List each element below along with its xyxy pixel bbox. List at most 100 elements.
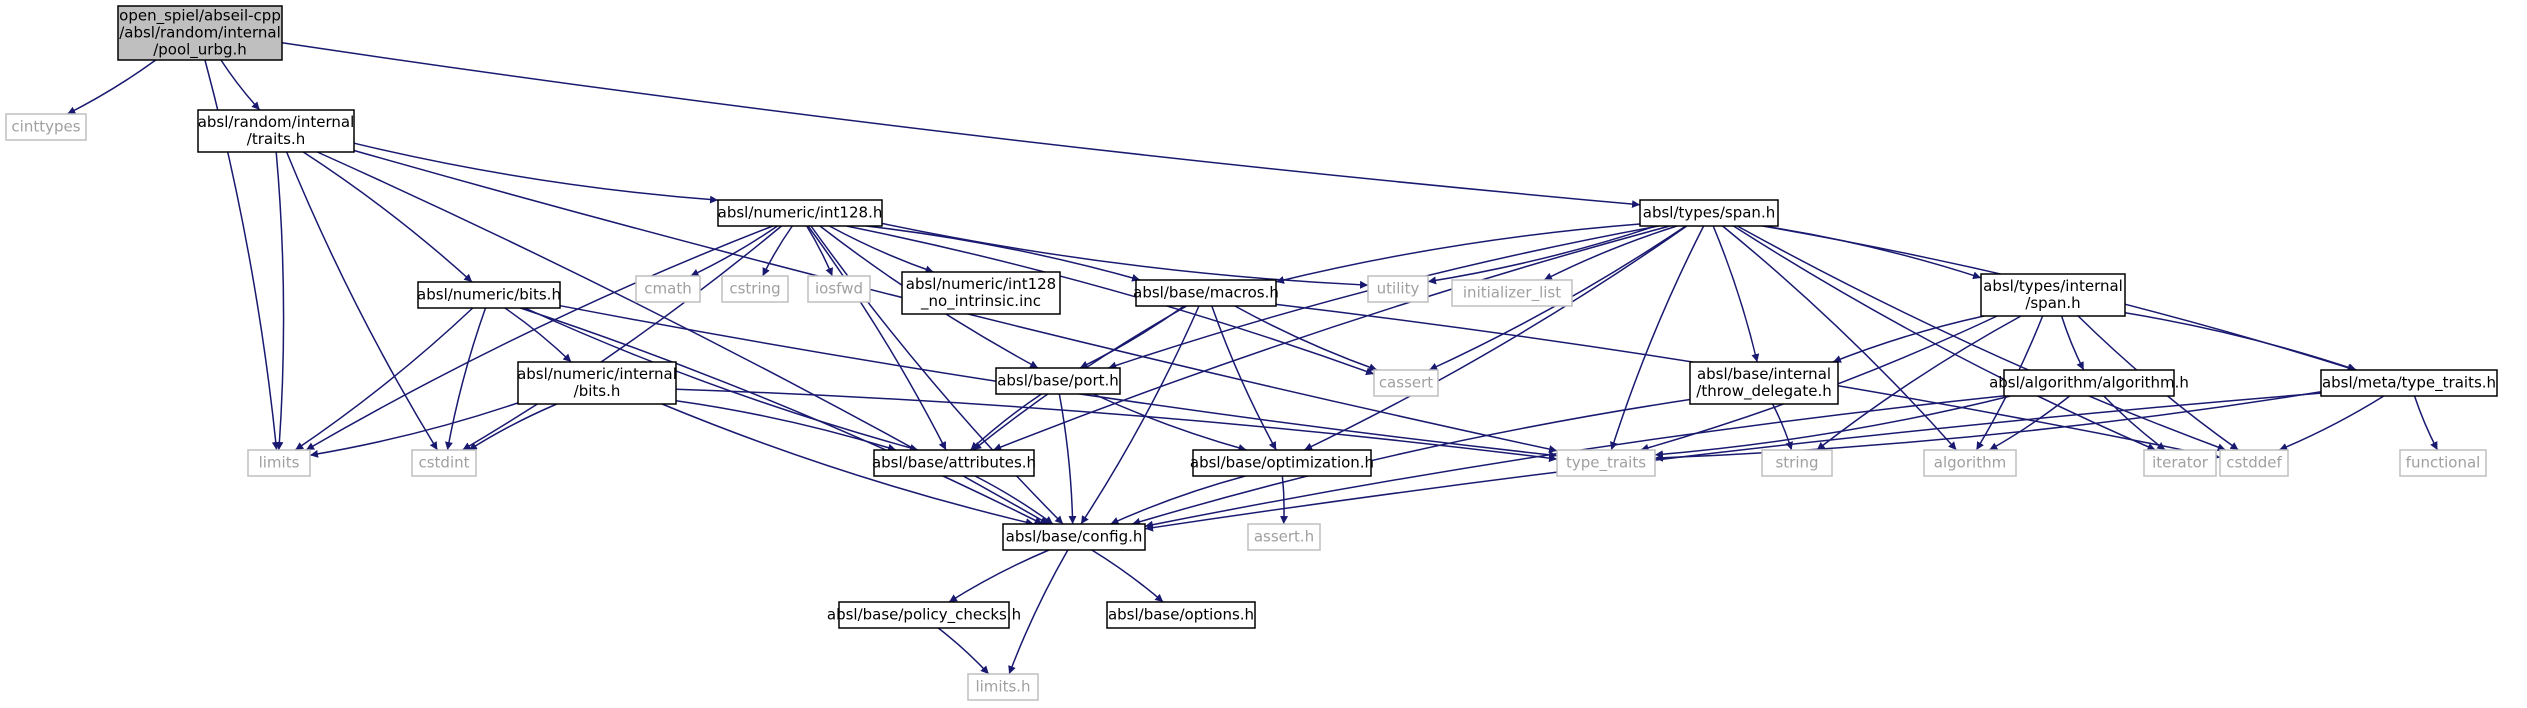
node-macros[interactable]: absl/base/macros.h xyxy=(1133,279,1279,307)
node-box xyxy=(1556,449,1656,477)
node-throw-delegate[interactable]: absl/base/internal/throw_delegate.h xyxy=(1689,361,1839,405)
nodes-layer: open_spiel/abseil-cpp/absl/random/intern… xyxy=(5,5,2498,701)
edge-int128-to-cassert xyxy=(846,225,1375,376)
node-label-line: open_spiel/abseil-cpp xyxy=(119,7,281,26)
node-box xyxy=(967,673,1039,701)
edge-bits-to-cstdint xyxy=(444,307,487,451)
node-box xyxy=(2320,369,2498,397)
edge-int128-to-macros xyxy=(865,225,1141,282)
node-label-line: absl/base/policy_checks.h xyxy=(827,606,1021,625)
edge-port-to-config xyxy=(1058,393,1077,525)
node-box xyxy=(1451,279,1573,307)
edge-meta_tt-to-config xyxy=(1144,392,2322,532)
node-label-line: absl/base/config.h xyxy=(1006,528,1143,546)
edge-macros-to-port xyxy=(1079,305,1185,369)
node-functional: functional xyxy=(2399,449,2487,477)
node-optimization[interactable]: absl/base/optimization.h xyxy=(1190,449,1374,477)
node-port[interactable]: absl/base/port.h xyxy=(995,367,1121,395)
edge-span-to-ispan xyxy=(1763,225,1982,280)
node-label-line: /absl/random/internal xyxy=(119,24,281,42)
node-options[interactable]: absl/base/options.h xyxy=(1106,601,1256,629)
node-label-line: absl/numeric/internal xyxy=(517,365,677,383)
node-cstddef: cstddef xyxy=(2219,449,2289,477)
node-label-line: initializer_list xyxy=(1463,284,1561,303)
node-attributes[interactable]: absl/base/attributes.h xyxy=(872,449,1036,477)
node-iosfwd: iosfwd xyxy=(807,275,871,303)
node-box xyxy=(721,275,789,303)
node-label-line: absl/base/internal xyxy=(1697,365,1831,383)
edge-ibits-to-config xyxy=(661,403,1034,527)
edge-meta_tt-to-cstddef xyxy=(2278,395,2385,451)
edge-span-to-cstddef xyxy=(1736,225,2226,451)
edge-traits-to-limits xyxy=(275,151,285,451)
edge-macros-to-cassert xyxy=(1234,305,1378,372)
edge-attributes-to-config xyxy=(974,475,1054,525)
node-box xyxy=(807,275,871,303)
edge-throw_delegate-to-string xyxy=(1771,403,1793,451)
node-meta-tt[interactable]: absl/meta/type_traits.h xyxy=(2320,369,2498,397)
node-box xyxy=(1002,523,1146,551)
edge-span-to-optimization xyxy=(1303,225,1688,451)
node-box xyxy=(2003,369,2175,397)
edge-ibits-to-attributes xyxy=(675,399,897,452)
node-span[interactable]: absl/types/span.h xyxy=(1639,199,1779,227)
node-root[interactable]: open_spiel/abseil-cpp/absl/random/intern… xyxy=(117,5,283,61)
node-label-line: utility xyxy=(1377,280,1420,298)
edge-port-to-attributes xyxy=(969,393,1042,451)
node-box xyxy=(1106,601,1256,629)
edge-ibits-to-cstdint xyxy=(468,403,558,451)
node-box xyxy=(1923,449,2017,477)
node-label-line: limits xyxy=(259,454,300,472)
node-label-line: iterator xyxy=(2152,454,2209,472)
node-limits: limits xyxy=(247,449,311,477)
node-label-line: cstring xyxy=(729,280,780,298)
edge-int128-to-attributes xyxy=(807,225,947,451)
node-label-line: absl/base/attributes.h xyxy=(872,454,1036,472)
edge-policy-to-limits_h xyxy=(937,627,990,675)
node-bits[interactable]: absl/numeric/bits.h xyxy=(417,281,561,309)
node-algo-h[interactable]: absl/algorithm/algorithm.h xyxy=(1989,369,2189,397)
edge-int128-to-cmath xyxy=(690,225,778,277)
node-policy[interactable]: absl/base/policy_checks.h xyxy=(827,601,1021,629)
node-label-line: /throw_delegate.h xyxy=(1696,382,1831,401)
node-label-line: _no_intrinsic.inc xyxy=(920,292,1041,311)
edge-root-to-cinttypes xyxy=(66,59,157,115)
edge-port-to-optimization xyxy=(1093,393,1247,452)
edge-macros-to-config xyxy=(1080,305,1200,525)
edge-traits-to-bits xyxy=(302,151,473,283)
edge-bits-to-config xyxy=(520,307,1043,525)
node-cstring: cstring xyxy=(721,275,789,303)
node-ibits[interactable]: absl/numeric/internal/bits.h xyxy=(517,361,677,405)
node-ispan[interactable]: absl/types/internal/span.h xyxy=(1980,273,2126,317)
node-label-line: /span.h xyxy=(2025,294,2080,312)
node-box xyxy=(901,271,1061,315)
node-config[interactable]: absl/base/config.h xyxy=(1002,523,1146,551)
node-utility: utility xyxy=(1367,275,1429,303)
node-label-line: limits.h xyxy=(975,678,1030,696)
edge-algo_h-to-algorithm xyxy=(1988,395,2071,451)
node-box xyxy=(411,449,477,477)
node-traits[interactable]: absl/random/internal/traits.h xyxy=(197,109,355,153)
node-int128[interactable]: absl/numeric/int128.h xyxy=(717,199,883,227)
edge-config-to-limits_h xyxy=(1008,549,1069,675)
node-box xyxy=(1980,273,2126,317)
node-iterator: iterator xyxy=(2143,449,2217,477)
edge-span-to-init_list xyxy=(1543,225,1678,281)
node-label-line: /pool_urbg.h xyxy=(153,41,247,60)
edge-ibits-to-limits xyxy=(309,402,519,458)
edge-span-to-type_traits xyxy=(1610,225,1705,451)
edge-span-to-iterator xyxy=(1733,225,2156,451)
node-cassert: cassert xyxy=(1373,369,1439,397)
node-box xyxy=(417,281,561,309)
edge-span-to-algorithm xyxy=(1722,225,1957,451)
edge-meta_tt-to-type_traits xyxy=(1654,391,2322,462)
edge-traits-to-int128 xyxy=(353,142,719,204)
node-label-line: iosfwd xyxy=(815,280,863,298)
node-box xyxy=(5,113,87,141)
edge-root-to-traits xyxy=(220,59,261,111)
edge-root-to-span xyxy=(281,42,1641,209)
node-label-line: absl/base/options.h xyxy=(1108,606,1254,624)
node-cmath: cmath xyxy=(635,275,701,303)
node-box xyxy=(1192,449,1372,477)
node-int128inc[interactable]: absl/numeric/int128_no_intrinsic.inc xyxy=(901,271,1061,315)
